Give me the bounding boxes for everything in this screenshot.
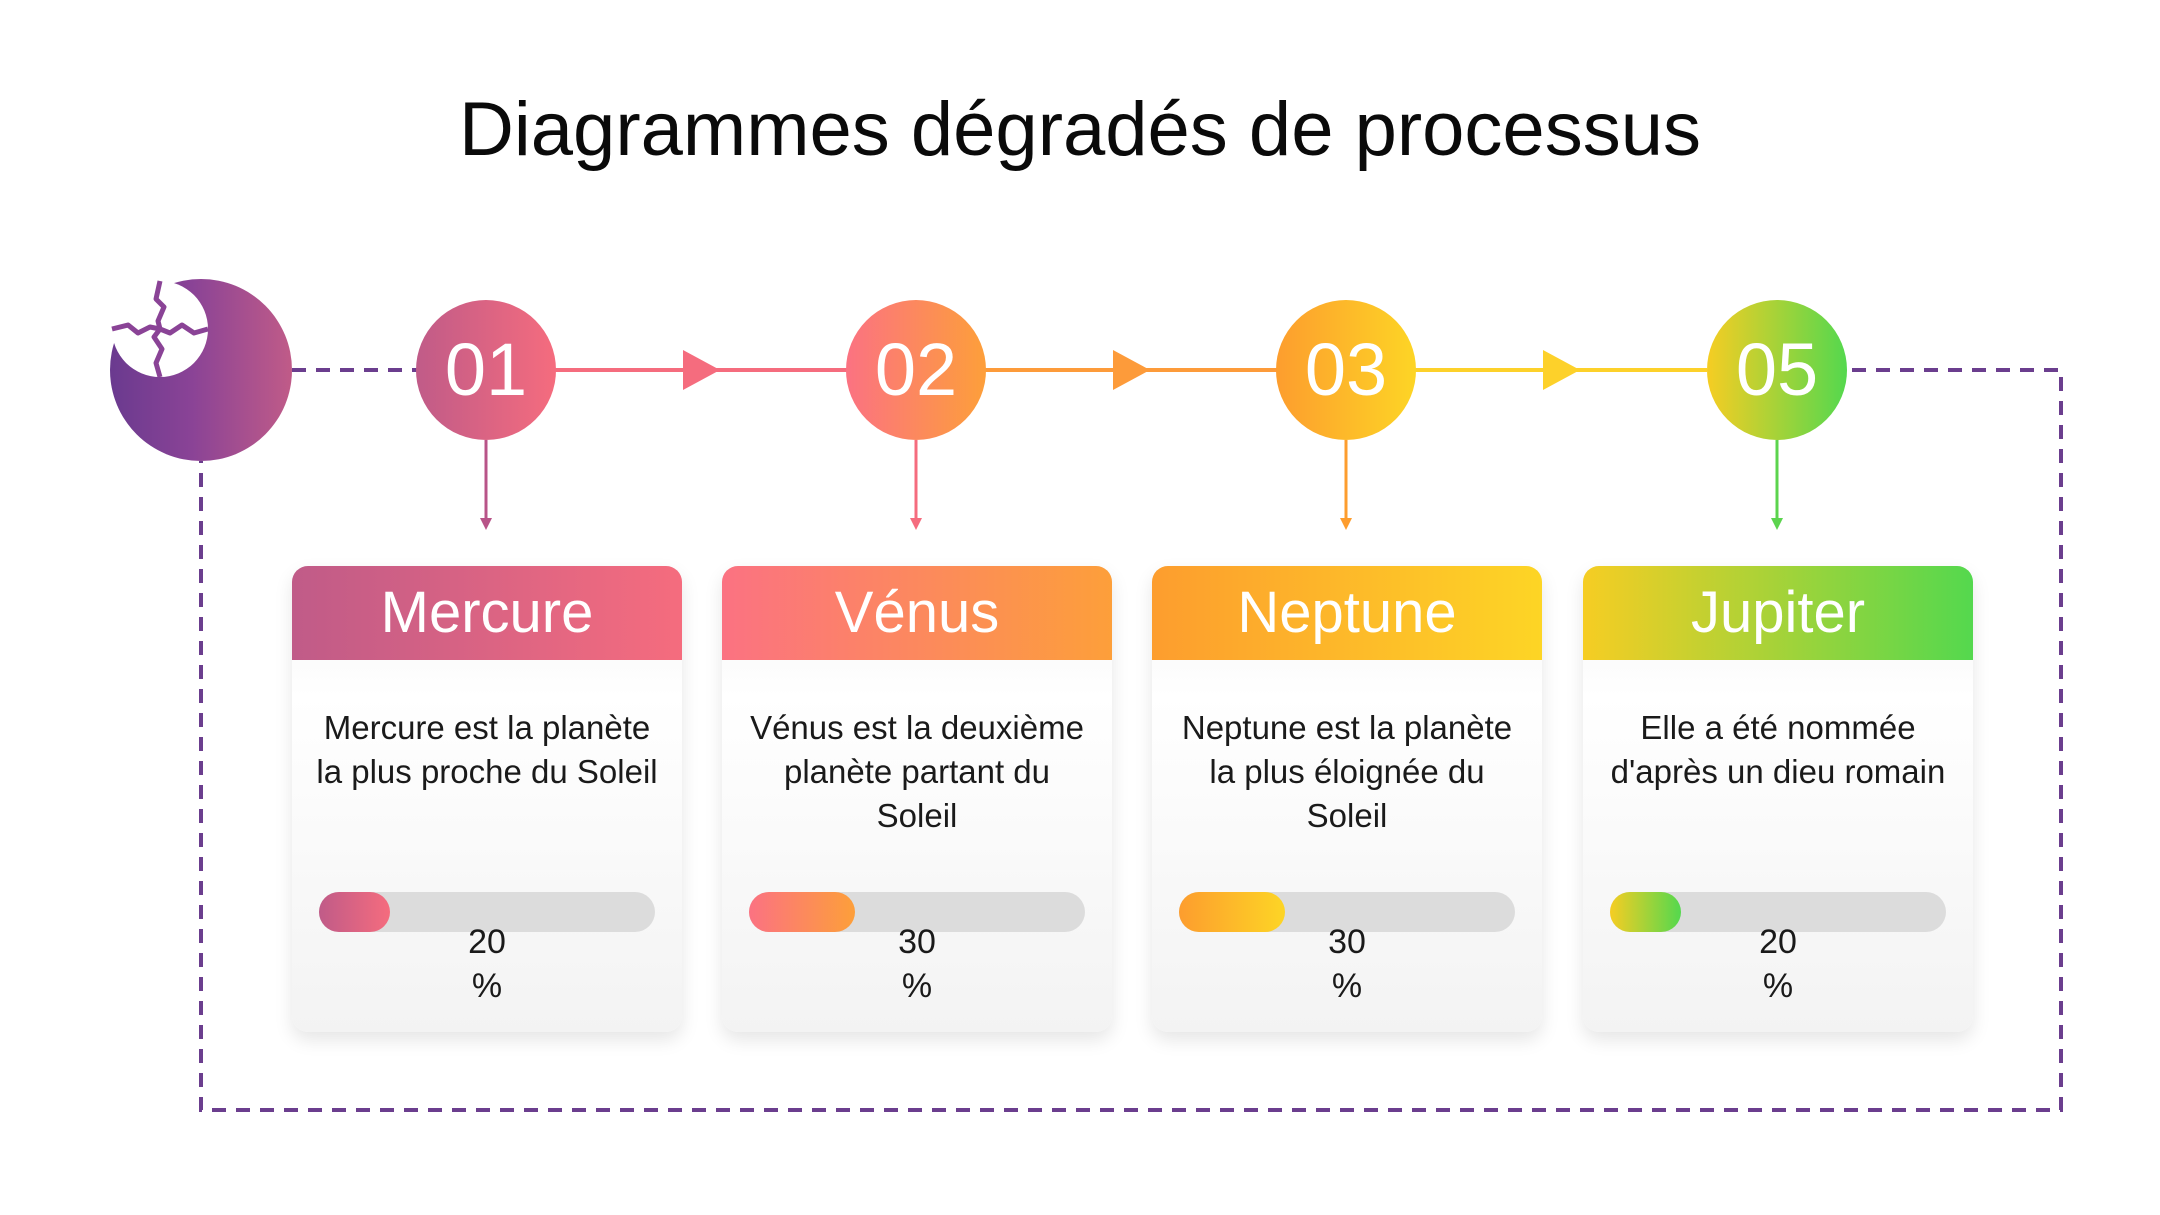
process-badge: [110, 279, 292, 461]
step-circle-05: 05: [1707, 300, 1847, 440]
card-description: Neptune est la planète la plus éloignée …: [1181, 709, 1513, 834]
percent-sign: %: [1762, 967, 1794, 1005]
card-title: Vénus: [834, 580, 1000, 645]
progress-bar: [749, 892, 1085, 932]
page-title: Diagrammes dégradés de processus: [459, 87, 1701, 172]
arrowhead-1-2: [683, 350, 720, 390]
arrowhead-3-4: [1543, 350, 1580, 390]
step-number: 01: [444, 328, 528, 411]
step-card-venus: Vénus Vénus est la deuxième planète part…: [722, 566, 1112, 1032]
card-title: Neptune: [1237, 580, 1457, 645]
arrowhead-2-3: [1113, 350, 1150, 390]
step-circle-01: 01: [416, 300, 556, 440]
step-card-neptune: Neptune Neptune est la planète la plus é…: [1152, 566, 1542, 1032]
percent-sign: %: [901, 967, 933, 1005]
progress-fill: [319, 892, 390, 932]
drop-arrow-2: [910, 518, 922, 530]
percent-sign: %: [1331, 967, 1363, 1005]
step-card-jupiter: Jupiter Elle a été nommée d'après un die…: [1583, 566, 1973, 1032]
drop-arrow-3: [1340, 518, 1352, 530]
card-header: Mercure: [292, 566, 682, 660]
percent-value: 30: [1328, 923, 1366, 961]
progress-bar: [1610, 892, 1946, 932]
card-description: Vénus est la deuxième planète partant du…: [750, 709, 1084, 834]
step-number: 02: [874, 328, 958, 411]
percent-value: 20: [468, 923, 506, 961]
step-circle-03: 03: [1276, 300, 1416, 440]
progress-fill: [1179, 892, 1285, 932]
drop-arrow-1: [480, 518, 492, 530]
card-header: Vénus: [722, 566, 1112, 660]
drop-arrow-4: [1771, 518, 1783, 530]
percent-value: 30: [898, 923, 936, 961]
progress-bar: [1179, 892, 1515, 932]
step-circle-02: 02: [846, 300, 986, 440]
progress-fill: [749, 892, 855, 932]
step-number: 05: [1735, 328, 1819, 411]
percent-sign: %: [471, 967, 503, 1005]
progress-fill: [1610, 892, 1681, 932]
card-description: Elle a été nommée d'après un dieu romain: [1610, 709, 1946, 790]
card-title: Jupiter: [1690, 580, 1866, 645]
card-title: Mercure: [380, 580, 594, 645]
step-number: 03: [1304, 328, 1388, 411]
card-header: Neptune: [1152, 566, 1542, 660]
card-description: Mercure est la planète la plus proche du…: [316, 709, 658, 790]
step-card-mercure: Mercure Mercure est la planète la plus p…: [292, 566, 682, 1032]
percent-value: 20: [1759, 923, 1797, 961]
progress-bar: [319, 892, 655, 932]
card-header: Jupiter: [1583, 566, 1973, 660]
globe-puzzle-icon: [111, 280, 209, 378]
